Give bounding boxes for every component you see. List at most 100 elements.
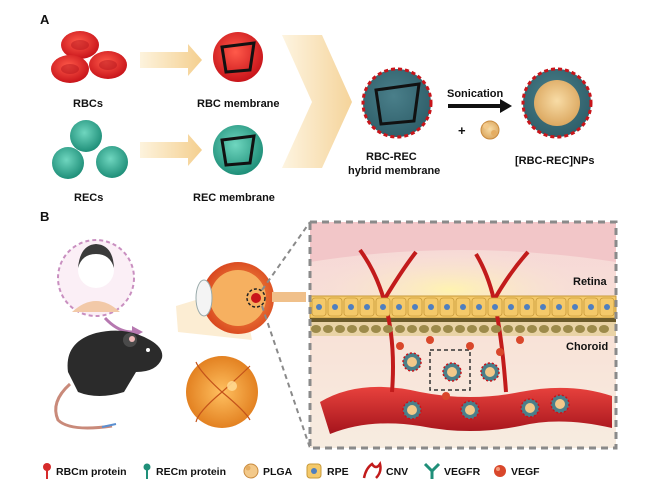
sonication-arrow: [448, 99, 512, 113]
nanoparticle: [520, 398, 540, 418]
choroid-pigment: [407, 325, 417, 333]
choroid-pigment: [323, 325, 333, 333]
choroid-pigment: [335, 325, 345, 333]
legend-item-plga: PLGA: [243, 463, 293, 479]
recs-label: RECs: [74, 192, 103, 204]
legend-item-vegfr: VEGFR: [423, 462, 481, 479]
rpe-cell: [471, 297, 487, 317]
arrow-merge-membranes: [282, 35, 352, 168]
vegfr-icon: [423, 462, 441, 479]
cnv-icon: [362, 460, 382, 479]
mouse-icon: [54, 330, 163, 430]
rpe-cell: [503, 297, 519, 317]
rec-cells: [52, 120, 128, 179]
choroid-pigment: [563, 325, 573, 333]
legend-item-recm-protein: RECm protein: [143, 463, 226, 479]
nanoparticle: [550, 394, 570, 414]
legend-label-cnv: CNV: [386, 466, 408, 478]
rpe-cell: [455, 297, 471, 317]
choroid-pigment: [587, 325, 597, 333]
rbc-cells: [51, 31, 127, 83]
rpe-cell: [391, 297, 407, 317]
rpe-cell: [583, 297, 599, 317]
choroid-pigment: [347, 325, 357, 333]
legend-item-vegf: VEGF: [494, 465, 540, 478]
legend-item-rbcm-protein: RBCm protein: [43, 463, 127, 479]
vegf-particle: [442, 392, 450, 400]
hybrid-membrane-sphere: [361, 67, 433, 139]
panel-a-letter: A: [40, 12, 50, 27]
nps-label: [RBC-REC]NPs: [515, 155, 594, 167]
choroid-pigment: [383, 325, 393, 333]
rpe-cell: [343, 297, 359, 317]
choroid-pigment: [515, 325, 525, 333]
rbcm-protein-icon: [43, 463, 51, 479]
plga-core-icon: [480, 120, 500, 140]
nanoparticle: [442, 362, 462, 382]
retina-label: Retina: [573, 276, 608, 288]
rpe-cell: [519, 297, 535, 317]
rec-membrane-sphere: [213, 125, 263, 175]
rpe-cell-row: [311, 297, 615, 317]
rpe-cell: [487, 297, 503, 317]
plus-sign: +: [458, 123, 466, 138]
vegf-particle: [396, 342, 404, 350]
nanoparticle: [402, 400, 422, 420]
vegf-icon: [494, 465, 506, 477]
legend-label-plga: PLGA: [263, 466, 293, 478]
legend-label-vegfr: VEGFR: [444, 466, 481, 478]
legend-label-rpe: RPE: [327, 466, 349, 478]
recm-protein-icon: [143, 463, 151, 479]
panel-b-letter: B: [40, 209, 49, 224]
sonication-label: Sonication: [447, 88, 504, 100]
nanoparticle: [460, 400, 480, 420]
legend-label-rbcm: RBCm protein: [56, 466, 127, 478]
choroid-pigment: [311, 325, 321, 333]
eye-icon: [176, 262, 306, 340]
hybrid-label-line2: hybrid membrane: [348, 165, 440, 177]
choroid-pigment: [395, 325, 405, 333]
rbc-membrane-sphere: [213, 32, 263, 82]
head-to-mouse-arrow: [103, 316, 133, 334]
zoom-line-top: [261, 221, 311, 291]
human-head-icon: [57, 239, 135, 317]
choroid-pigment: [443, 325, 453, 333]
choroid-pigment: [599, 325, 609, 333]
choroid-pigment: [551, 325, 561, 333]
choroid-label: Choroid: [566, 341, 608, 353]
choroid-pigment: [419, 325, 429, 333]
nanoparticle: [480, 362, 500, 382]
rbc-rec-nanoparticle: [521, 67, 593, 139]
choroid-pigment: [503, 325, 513, 333]
rpe-cell: [375, 297, 391, 317]
rpe-cell: [439, 297, 455, 317]
choroid-pigment: [479, 325, 489, 333]
rpe-cell: [551, 297, 567, 317]
rpe-cell: [423, 297, 439, 317]
vegf-particle: [496, 348, 504, 356]
choroid-pigment-row: [311, 325, 609, 333]
legend-label-recm: RECm protein: [156, 466, 226, 478]
choroid-pigment: [431, 325, 441, 333]
rpe-cell: [359, 297, 375, 317]
rpe-cell: [311, 297, 327, 317]
choroid-pigment: [539, 325, 549, 333]
nanoparticle-cluster: [396, 336, 570, 420]
hybrid-label-line1: RBC-REC: [366, 151, 417, 163]
arrow-rec-to-membrane: [140, 134, 202, 166]
legend-item-rpe: RPE: [306, 463, 349, 479]
plga-icon: [243, 463, 259, 479]
vegf-particle: [466, 342, 474, 350]
choroid-pigment: [371, 325, 381, 333]
rec-membrane-label: REC membrane: [193, 192, 275, 204]
fundus-image: [186, 356, 258, 428]
legend: RBCm protein RECm protein PLGA RPE: [43, 460, 540, 479]
choroid-pigment: [359, 325, 369, 333]
nanoparticle: [402, 352, 422, 372]
vegf-particle: [426, 336, 434, 344]
legend-label-vegf: VEGF: [511, 466, 540, 478]
rpe-cell: [535, 297, 551, 317]
rbc-membrane-label: RBC membrane: [197, 98, 280, 110]
